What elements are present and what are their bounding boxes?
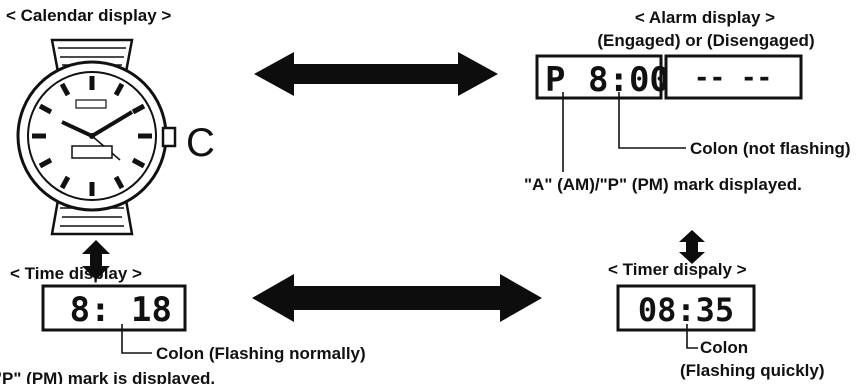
alarm-colon-note: Colon (not flashing) (690, 139, 851, 158)
wristwatch-icon (16, 38, 177, 236)
timer-colon-leader (686, 324, 698, 349)
alarm-colon-leader (618, 92, 686, 149)
alarm-engaged-time: 8:00 (588, 60, 670, 100)
calendar-time-arrow (82, 240, 110, 280)
alarm-display-header: < Alarm display > (635, 8, 775, 27)
calendar-display-header: < Calendar display > (6, 6, 171, 25)
timer-value: 08:35 (638, 291, 734, 329)
timer-colon-note-1: Colon (700, 338, 748, 357)
time-value: 8: 18 (70, 290, 172, 330)
alarm-engaged-display (535, 54, 663, 100)
alarm-pm-mark: P (545, 60, 565, 100)
time-display (41, 284, 187, 332)
alarm-disengaged-text: -- -- (694, 63, 772, 93)
time-colon-note: Colon (Flashing normally) (156, 344, 366, 363)
timer-display-header: < Timer dispaly > (608, 260, 747, 279)
timer-colon-note-2: (Flashing quickly) (680, 361, 825, 380)
timer-display (616, 284, 756, 332)
time-colon-leader (121, 324, 152, 354)
alarm-timer-arrow (679, 230, 705, 264)
crown-label: C (186, 121, 215, 165)
am-pm-mark-note: "A" (AM)/"P" (PM) mark displayed. (524, 175, 802, 194)
alarm-states-label: (Engaged) or (Disengaged) (597, 31, 814, 50)
footer-fragment: "P" (PM) mark is displayed. (0, 369, 215, 384)
alarm-disengaged-display (664, 54, 803, 100)
time-timer-arrow (252, 274, 542, 322)
time-display-header: < Time display > (10, 264, 142, 283)
calendar-alarm-arrow (254, 52, 498, 96)
